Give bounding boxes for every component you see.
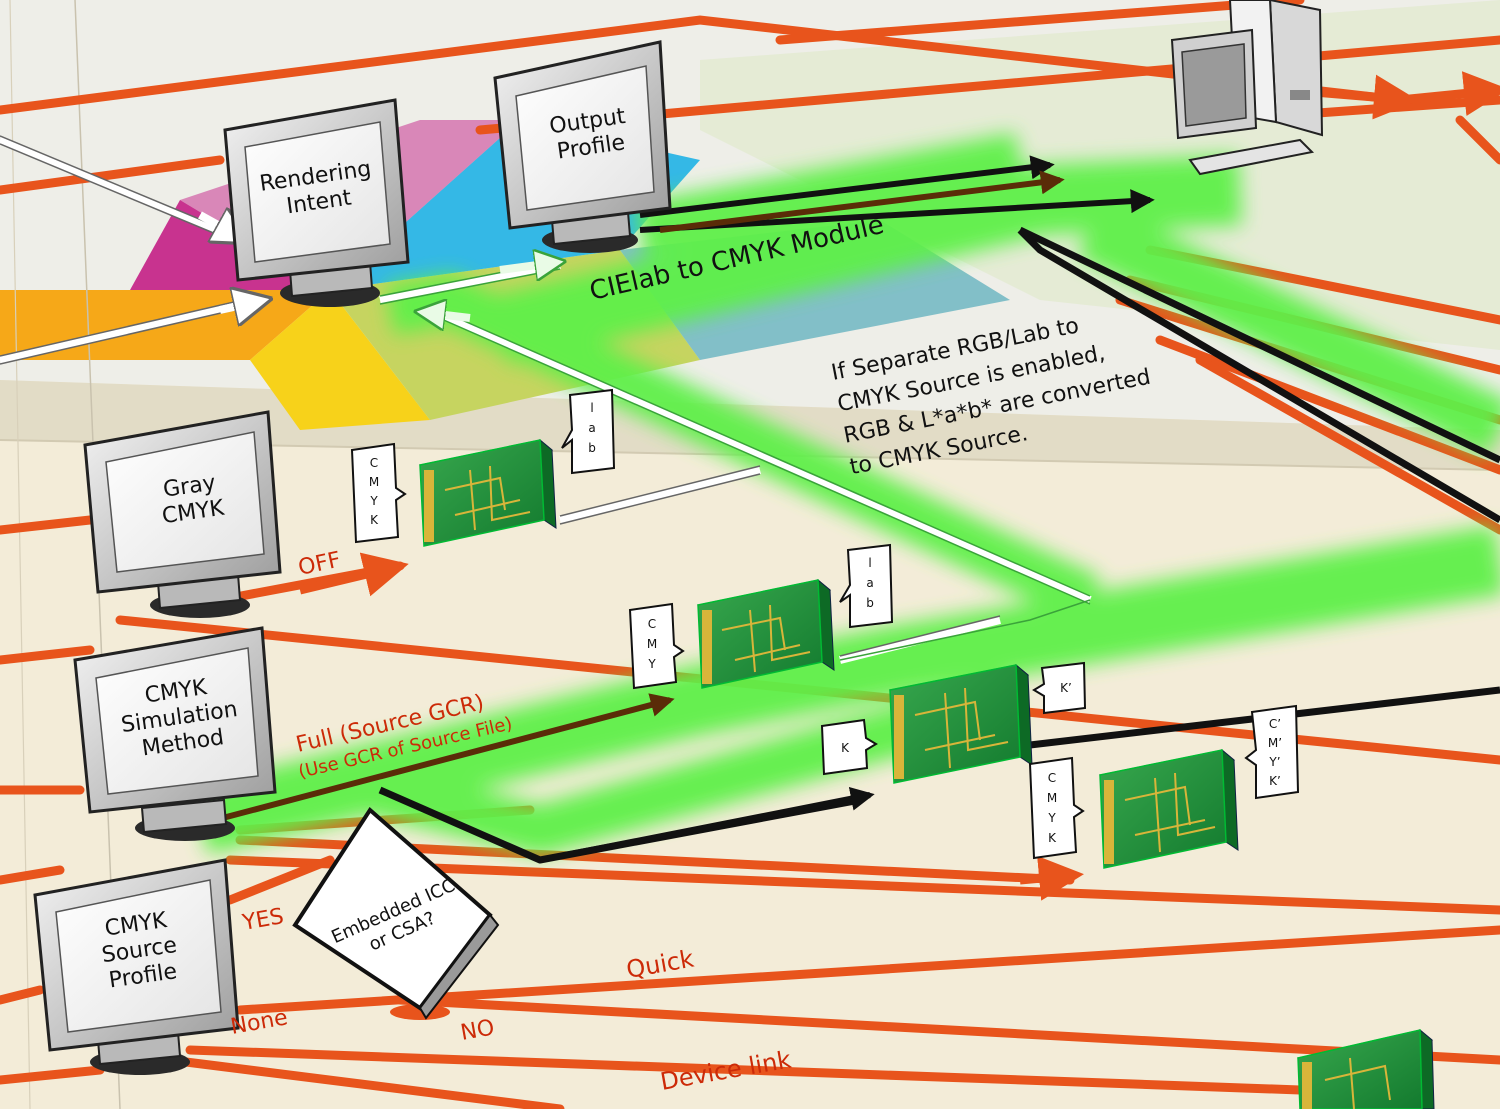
circuit-board-2 xyxy=(696,578,835,689)
circuit-board-5 xyxy=(1296,1028,1435,1109)
signal-lab-l: l xyxy=(590,401,593,415)
signal-lab-b-2: b xyxy=(866,596,874,610)
output-profile-label: OutputProfile xyxy=(548,104,631,165)
signal-y-prime: Y’ xyxy=(1268,755,1280,769)
signal-card-k: K xyxy=(820,718,878,776)
signal-card-cmyk-2: C M Y K xyxy=(1028,756,1085,860)
signal-k-prime: K’ xyxy=(1060,681,1072,695)
signal-card-cmyk-prime: C’ M’ Y’ K’ xyxy=(1244,704,1300,800)
signal-k: K xyxy=(370,513,379,527)
signal-k-2: K xyxy=(1048,831,1057,845)
cmyk-simulation-method-monitor: CMYKSimulationMethod xyxy=(73,626,277,841)
signal-card-k-prime: K’ xyxy=(1032,661,1087,715)
signal-card-cmy: C M Y xyxy=(628,602,685,690)
embedded-icc-decision: Embedded ICCor CSA? xyxy=(292,806,500,1020)
signal-m: M xyxy=(369,475,379,489)
signal-cmy-y: Y xyxy=(647,657,656,671)
output-profile-monitor: OutputProfile xyxy=(493,40,672,253)
signal-lab-b: b xyxy=(588,441,596,455)
signal-lab-a: a xyxy=(588,421,595,435)
gray-cmyk-monitor: GrayCMYK xyxy=(83,410,282,618)
circuit-board-3 xyxy=(888,663,1033,784)
circuit-board-4 xyxy=(1098,748,1239,869)
signal-k-prime-2: K’ xyxy=(1269,774,1281,788)
signal-card-cmyk-1: C M Y K xyxy=(350,442,407,544)
signal-card-lab-2: l a b xyxy=(839,543,894,629)
circuit-board-1 xyxy=(418,438,557,547)
signal-cmy-c: C xyxy=(648,617,656,631)
signal-k-single: K xyxy=(841,741,850,755)
signal-cmy-m: M xyxy=(647,637,657,651)
rendering-intent-monitor: RenderingIntent xyxy=(223,98,410,307)
cmyk-source-profile-monitor: CMYKSourceProfile xyxy=(33,858,240,1075)
signal-lab-a-2: a xyxy=(866,576,873,590)
signal-c-prime: C’ xyxy=(1269,717,1281,731)
computer-icon xyxy=(1170,0,1324,176)
signal-m-prime: M’ xyxy=(1268,736,1282,750)
signal-c-2: C xyxy=(1048,771,1056,785)
signal-m-2: M xyxy=(1047,791,1057,805)
signal-card-lab-1: l a b xyxy=(561,388,616,475)
signal-lab-l-2: l xyxy=(868,556,871,570)
signal-c: C xyxy=(370,456,378,470)
signal-y: Y xyxy=(369,494,378,508)
signal-y-2: Y xyxy=(1047,811,1056,825)
route-no-label: NO xyxy=(459,1015,497,1045)
